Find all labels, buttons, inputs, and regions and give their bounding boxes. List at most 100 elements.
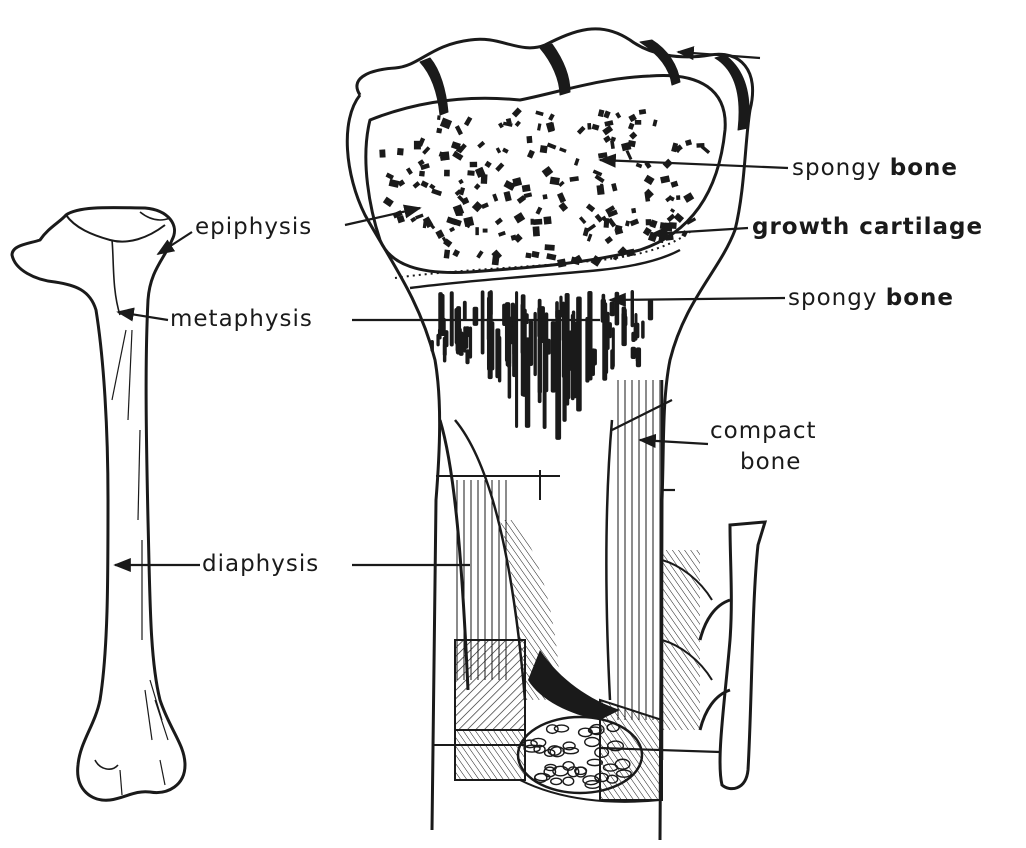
trabecula-mark [660, 175, 670, 183]
trabecula-mark [540, 145, 548, 153]
trabecula-mark [521, 294, 526, 396]
trabecula-mark [635, 120, 641, 125]
trabecula-mark [683, 192, 694, 203]
trabecula-mark [648, 299, 653, 320]
trabecula-mark [604, 120, 613, 126]
trabecula-mark [492, 193, 498, 201]
trabecula-mark [379, 149, 385, 157]
trabecula-mark [545, 244, 555, 250]
trabecula-mark [420, 180, 428, 188]
trabecula-mark [526, 136, 532, 143]
label-growth-cartilage-text: growth cartilage [752, 214, 983, 240]
trabecula-mark [413, 181, 421, 189]
trabecula-mark [612, 327, 615, 367]
trabecula-mark [631, 208, 636, 213]
trabecula-mark [535, 111, 543, 117]
trabecula-mark [436, 128, 442, 134]
trabecula-mark [473, 307, 479, 326]
trabecula-mark [527, 150, 535, 159]
trabecula-mark [598, 109, 605, 117]
trabecula-mark [646, 219, 652, 225]
trabecula-mark [559, 296, 562, 318]
marrow-cell [563, 777, 574, 785]
trabecula-mark [641, 320, 644, 338]
trabecula-mark [542, 194, 547, 199]
trabecula-mark [467, 170, 474, 176]
trabecula-mark [610, 302, 615, 317]
trabecula-mark [481, 174, 488, 184]
trabecula-mark [631, 347, 636, 359]
trabecula-mark [498, 231, 506, 237]
trabecula-mark [547, 142, 557, 149]
trabecula-mark [533, 226, 540, 236]
label-spongy-bone-metaphysis-word2: bone [886, 285, 954, 311]
compact-bone-section [432, 380, 662, 802]
trabecula-mark [397, 148, 404, 155]
trabecula-mark [533, 219, 542, 225]
trabecula-mark [696, 143, 704, 148]
trabecula-mark [495, 217, 503, 225]
label-growth-cartilage: growth cartilage [752, 216, 983, 239]
trabecula-mark [557, 192, 566, 203]
spongy-bone-texture-upper [379, 107, 710, 267]
trabecula-mark [440, 118, 452, 130]
label-diaphysis: diaphysis [202, 553, 319, 576]
trabecula-mark [555, 310, 561, 440]
label-spongy-bone-upper: spongy bone [792, 157, 958, 180]
trabecula-mark [444, 170, 450, 177]
trabecula-mark [470, 162, 477, 168]
trabecula-mark [531, 251, 539, 258]
trabecula-mark [492, 256, 500, 266]
trabecula-mark [615, 112, 621, 119]
trabecula-mark [565, 293, 570, 366]
trabecula-mark [463, 301, 467, 321]
trabecula-mark [476, 250, 483, 258]
trabecula-mark [452, 151, 463, 161]
trabecula-mark [610, 140, 615, 149]
trabecula-mark [452, 249, 460, 257]
marrow-cell [585, 738, 600, 747]
marrow-cell [563, 742, 575, 750]
trabecula-mark [475, 227, 478, 235]
trabecula-mark [598, 152, 608, 158]
trabecula-mark [389, 179, 400, 188]
leader-epiphysis-right [345, 208, 420, 225]
trabecula-mark [660, 222, 669, 230]
trabecula-mark [625, 220, 630, 226]
trabecula-mark [667, 214, 676, 222]
trabecula-mark [586, 349, 589, 382]
trabecula-mark [685, 139, 692, 146]
trabecula-mark [450, 291, 454, 346]
trabecula-mark [631, 290, 634, 327]
marrow-cell [551, 778, 562, 784]
trabecula-mark [419, 171, 425, 177]
label-metaphysis: metaphysis [170, 308, 313, 331]
trabecula-mark [512, 107, 522, 117]
marrow-cell [575, 767, 586, 777]
trabecula-mark [639, 109, 646, 115]
trabecula-mark [674, 213, 684, 223]
trabecula-mark [538, 299, 542, 403]
trabecula-mark [543, 216, 551, 224]
trabecula-mark [422, 146, 430, 154]
trabecula-mark [415, 213, 424, 219]
trabecula-mark [444, 249, 450, 258]
trabecula-mark [546, 339, 551, 355]
trabecula-mark [601, 299, 606, 323]
trabecula-mark [621, 312, 626, 346]
leader-spongy-mid [610, 298, 785, 300]
trabecula-mark [595, 214, 603, 223]
trabecula-mark [414, 141, 421, 150]
trabecula-mark [503, 191, 511, 202]
label-spongy-bone-metaphysis-word1: spongy [788, 285, 877, 311]
trabecula-mark [495, 163, 504, 172]
leader-spongy-top [600, 160, 788, 168]
trabecula-mark [577, 126, 586, 135]
trabecula-mark [605, 236, 613, 244]
trabecula-mark [522, 184, 531, 192]
trabecula-mark [571, 314, 575, 400]
trabecula-mark [626, 150, 633, 160]
trabecula-mark [574, 158, 580, 166]
trabecula-mark [437, 115, 441, 120]
trabecula-mark [386, 173, 395, 180]
